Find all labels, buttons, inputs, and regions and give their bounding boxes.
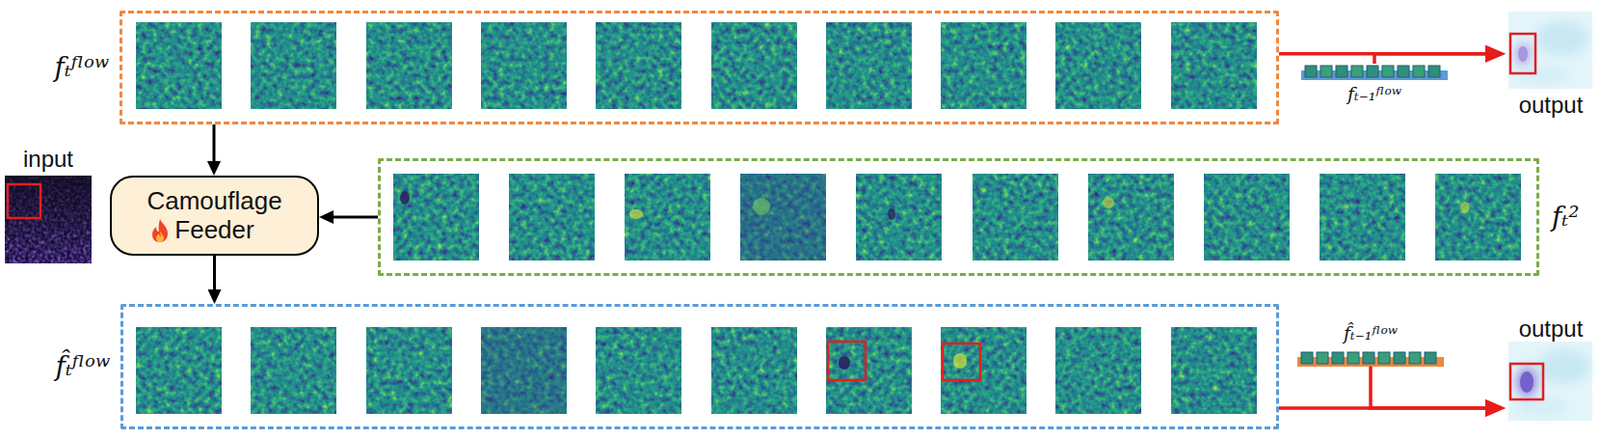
feature-row [393,173,1521,261]
output-image [1508,341,1593,421]
connector-arrow [327,215,378,219]
input-image [4,175,92,264]
connector-arrow [213,255,216,295]
feature-group: fₜᶠˡᵒʷ [119,10,1280,125]
output-image [1508,11,1593,89]
feature-row [135,326,1257,414]
image-space [1297,63,1452,83]
feature-stack-icon [1297,351,1444,367]
feature-group: f̂ₜᶠˡᵒʷ [120,303,1280,429]
feature-stack: fₜ₋₁ᶠˡᵒʷ [1297,63,1452,107]
image-space [1505,9,1597,91]
node-label: f̂ₜᶠˡᵒʷ [55,350,110,382]
node-label: f̂ₜ₋₁ᶠˡᵒʷ [1343,321,1398,346]
connector-arrow [1374,53,1494,64]
node-label: input [23,144,74,174]
connector-arrow [213,124,216,167]
node-label: Camouflage Feeder [134,186,294,245]
feature-group: fₜ² [377,158,1540,276]
node-label: fₜᶠˡᵒʷ [54,52,109,83]
node-label: fₜ₋₁ᶠˡᵒʷ [1347,82,1402,107]
image-space [1505,343,1597,425]
feature-row [135,22,1257,109]
feature-stack-icon [1301,65,1448,80]
input-image-box: input [3,144,93,265]
image-space [3,173,93,265]
image-space [1293,345,1448,367]
flame-icon [150,217,170,243]
node-label: output [1519,90,1584,120]
output-image-box: output [1505,9,1597,120]
node-label: fₜ² [1551,201,1580,233]
connector-arrow [1370,366,1494,408]
output-image-box: output [1505,314,1597,425]
feature-stack: f̂ₜ₋₁ᶠˡᵒʷ [1293,321,1448,367]
process-box: Camouflage Feeder [109,175,320,256]
node-label: output [1519,314,1584,344]
